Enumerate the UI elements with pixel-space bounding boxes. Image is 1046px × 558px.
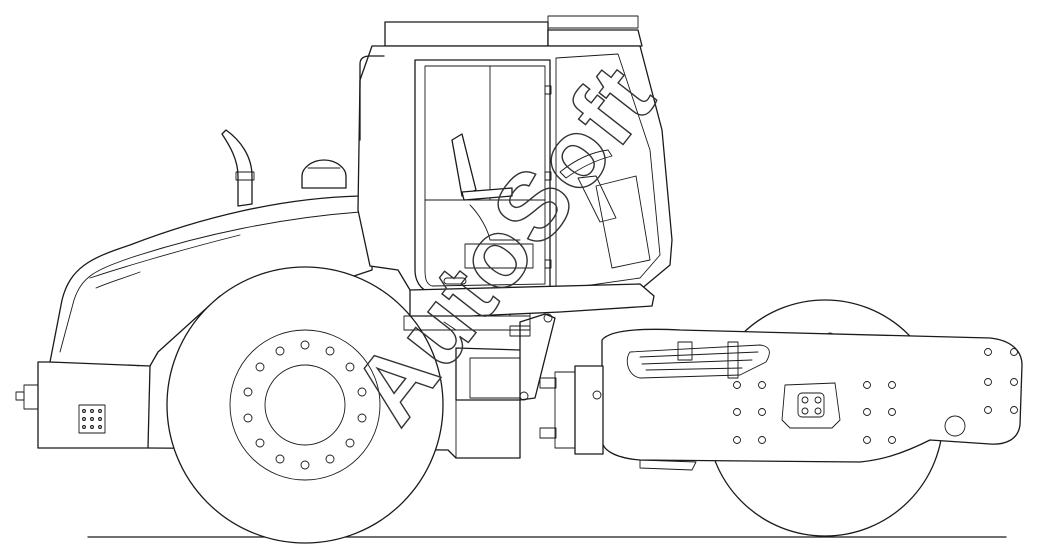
rear-wheel: [166, 266, 444, 544]
articulation-joint: [509, 305, 604, 455]
drum-frame: [601, 328, 1023, 471]
engine-hood: [49, 129, 373, 367]
operator-cab: [357, 15, 673, 331]
